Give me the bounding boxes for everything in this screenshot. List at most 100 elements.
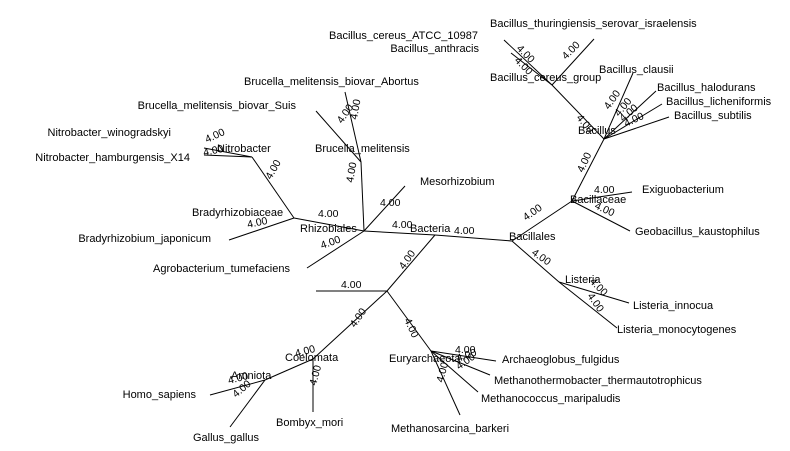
branch-length-label: 4.00 [397,248,419,272]
branch-length-label: 4.00 [344,161,359,183]
branch-length-label: 4.00 [341,279,362,291]
branch-bacillus-to-l_subtilis [603,116,670,140]
branch-length-labels: 4.00 4.00 4.00 4.00 4.00 4.00 4.00 4.00 4.00 4.00… [202,39,646,400]
node-label-rhizobiales: Rhizobiales [300,223,357,235]
leaf-label-monocyto: Listeria_monocytogenes [617,324,737,336]
node-label-amniota: Amniota [231,370,272,382]
branch-bcereus_group-to-l_cereus [503,39,553,86]
branch-length-label: 4.00 [348,306,370,330]
branch-length-label: 4.00 [401,316,421,340]
branch-length-label: 4.00 [434,361,451,384]
branch-euryarchaeota-to-l_methanosarcina [430,350,461,416]
node-label-coelomata: Coelomata [285,352,339,364]
branch-euryarchaeota-to-l_methanococcus [430,350,479,393]
branch-bacteria-to-bacillales [434,234,513,242]
branch-bacillales-to-bacillaceae [511,200,573,242]
branch-length-label: 4.00 [380,197,401,209]
leaf-label-subtilis: Bacillus_subtilis [674,110,752,122]
branch-bcereus_group-to-l_thuringiensis [551,38,595,86]
branch-length-label: 4.00 [392,219,413,231]
branch-coelomata-to-amniota [264,358,314,381]
node-label-bacillales: Bacillales [509,231,556,243]
branch-length-label: 4.00 [529,247,553,269]
node-label-nitrobacter: Nitrobacter [217,143,271,155]
branch-length-label: 4.00 [318,208,339,220]
branch-bacillaceae-to-l_exiguo [571,191,633,202]
branch-brucella-to-l_brucella_suis [315,110,362,163]
branch-bacillaceae-to-l_geobacillus [571,200,631,232]
leaf-label-homo: Homo_sapiens [123,389,197,401]
branch-bacillus-to-l_clausii [603,72,634,140]
branch-bacteria-to-rhizobiales [363,230,436,236]
leaf-label-methanococcus: Methanococcus_maripaludis [481,393,621,405]
branch-nitrobacter-to-l_hamburgensis [203,154,253,158]
node-label-bacteria: Bacteria [410,223,451,235]
branch-length-label: 4.00 [521,202,545,224]
leaf-label-innocua: Listeria_innocua [633,300,714,312]
leaf-label-methanosarcina: Methanosarcina_barkeri [391,423,509,435]
branch-length-label: 4.00 [560,39,583,62]
leaf-label-bombyx: Bombyx_mori [276,417,343,429]
leaf-label-agrobacterium: Agrobacterium_tumefaciens [153,263,290,275]
leaf-label-winogradskyi: Nitrobacter_winogradskyi [48,127,172,139]
branch-length-label: 4.00 [348,98,363,120]
branch-length-label: 4.00 [307,364,324,387]
branch-brucella-to-l_brucella_abortus [344,91,362,163]
branch-length-label: 4.00 [246,215,269,231]
branch-bcereus_group-to-l_anthracis [510,52,553,86]
branch-nitrobacter-to-l_winogradskyi [203,147,253,158]
leaf-label-methanothermo: Methanothermobacter_thermautotrophicus [494,375,702,387]
branch-bacillus-to-bcereus_group [551,84,605,140]
tree-edges [203,38,670,428]
branch-bacillus-to-l_licheniformis [603,103,663,140]
branch-listeria-to-l_innocua [558,281,630,304]
branch-rhizobiales-to-l_mesorhizobium [363,185,406,232]
branch-length-label: 4.00 [319,233,342,251]
leaf-label-halodurans: Bacillus_halodurans [657,82,756,94]
leaf-label-anthracis: Bacillus_anthracis [390,43,479,55]
node-label-bacillaceae: Bacillaceae [570,194,626,206]
branch-length-label: 4.00 [454,225,475,237]
branch-listeria-to-l_monocyto [558,281,618,329]
node-label-bradyrhizobiaceae: Bradyrhizobiaceae [192,207,283,219]
leaf-label-thuringiensis: Bacillus_thuringiensis_serovar_israelens… [490,18,697,30]
branch-rhizobiales-to-l_agrobacterium [306,230,365,269]
branch-length-label: 4.00 [455,344,476,356]
branch-junction-to-euryarchaeota [386,290,432,352]
leaf-label-licheniformis: Bacillus_licheniformis [666,96,772,108]
node-label-brucella: Brucella_melitensis [315,143,410,155]
branch-length-label: 4.00 [202,143,225,159]
leaf-label-exiguo: Exiguobacterium [642,184,724,196]
branch-amniota-to-l_homo [209,379,266,396]
leaf-label-brucella-abortus: Brucella_melitensis_biovar_Abortus [244,76,419,88]
branch-bacillales-to-listeria [511,240,560,283]
leaf-label-mesorhizobium: Mesorhizobium [420,176,495,188]
branch-bacillus-to-l_halodurans [603,90,657,140]
branch-length-label: 4.00 [227,370,250,387]
node-label-listeria: Listeria [565,274,601,286]
branch-length-label: 4.00 [294,343,317,360]
node-label-bcereus-group: Bacillus_cereus_group [490,72,601,84]
branch-euryarchaeota-to-l_methanothermo [430,350,491,376]
leaf-label-geobacillus: Geobacillus_kaustophilus [635,226,760,238]
branch-rhizobiales-to-bradyrhizobiaceae [293,217,365,232]
branch-bradyrhizobiaceae-to-nitrobacter [251,156,295,219]
leaf-label-cereus: Bacillus_cereus_ATCC_10987 [329,30,478,42]
leaf-label-bradyrhizobium: Bradyrhizobium_japonicum [78,233,211,245]
node-label-bacillus: Bacillus [578,125,616,137]
branch-junction-to-coelomata [312,290,388,360]
node-label-euryarchaeota: Euryarchaeota [389,353,461,365]
branch-amniota-to-l_gallus [229,379,266,428]
leaf-label-archaeoglobus: Archaeoglobus_fulgidus [502,354,620,366]
branch-bacteria-to-junction [386,234,436,292]
branch-bacillaceae-to-bacillus [571,138,605,202]
leaf-label-hamburgensis: Nitrobacter_hamburgensis_X14 [35,152,190,164]
branch-length-label: 4.00 [594,184,615,196]
leaf-label-brucella-suis: Brucella_melitensis_biovar_Suis [138,100,297,112]
branch-euryarchaeota-to-l_archaeoglobus [430,350,497,362]
branch-rhizobiales-to-brucella [360,161,365,232]
leaf-label-gallus: Gallus_gallus [193,432,260,444]
